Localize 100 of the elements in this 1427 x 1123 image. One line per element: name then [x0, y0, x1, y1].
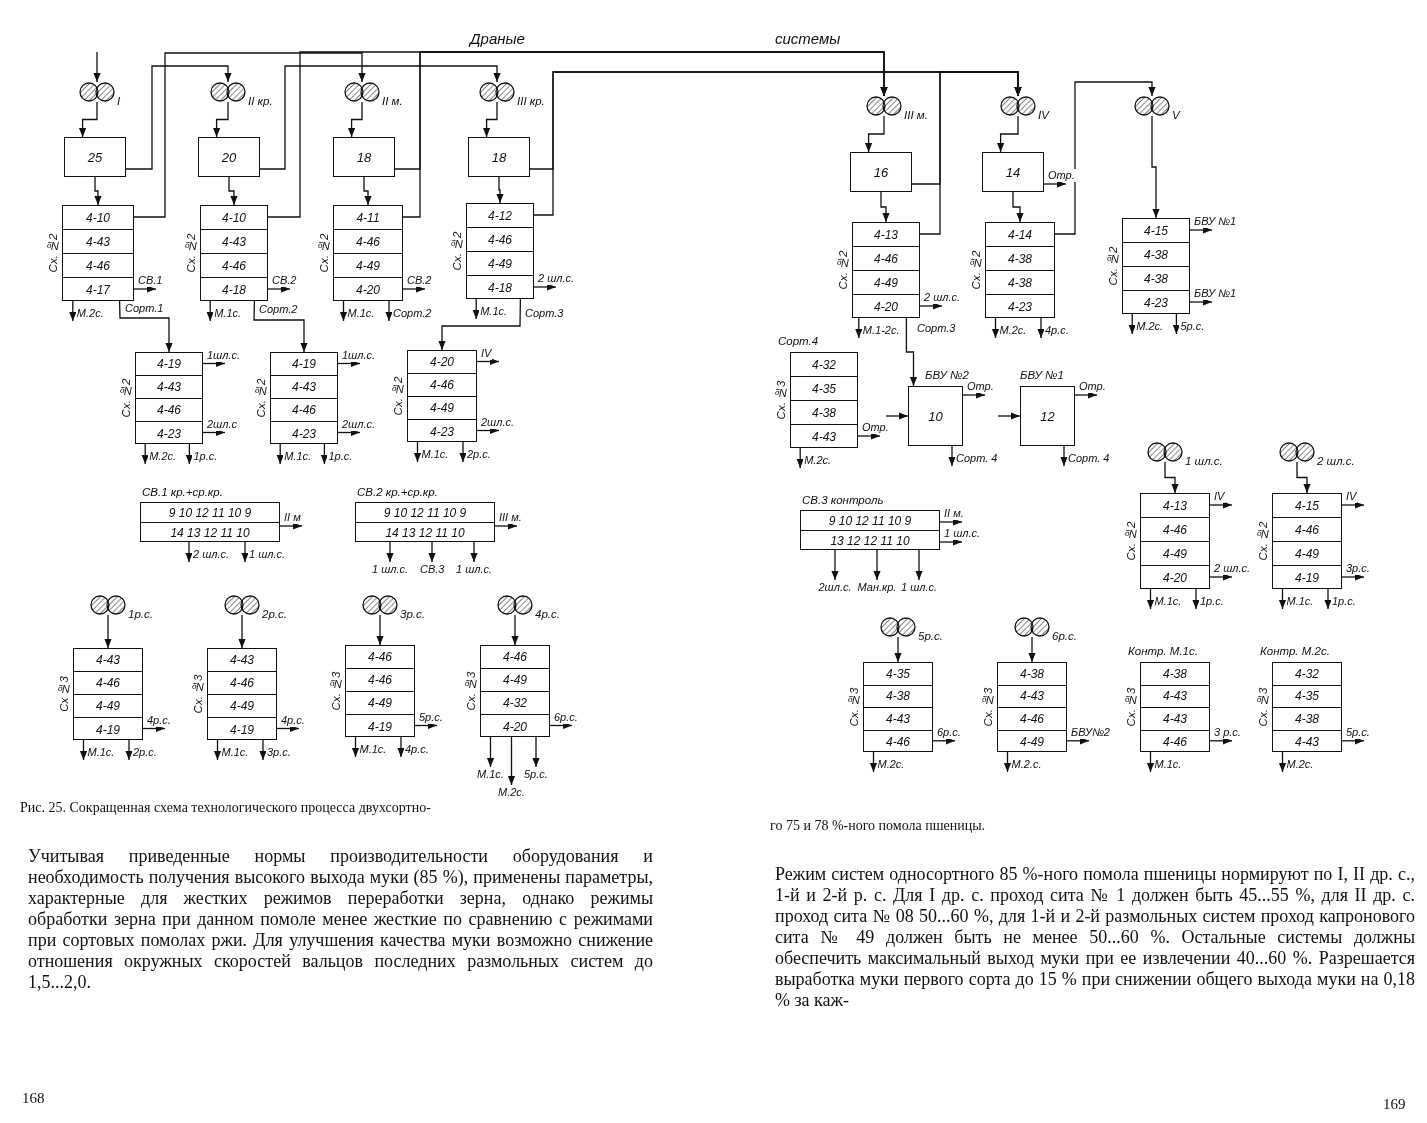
flow-arrow	[939, 518, 963, 526]
edge-label: 1р.с.	[1331, 595, 1357, 608]
flow-arrow	[507, 736, 516, 786]
flow-arrow	[104, 614, 112, 649]
edge-label: 3р.с.	[266, 746, 292, 759]
sieve-row-text: 4-19	[229, 721, 255, 739]
edge-label: 1р.с.	[327, 450, 354, 463]
scheme-label: Сх. №3	[774, 380, 788, 420]
flow-arrow	[1060, 445, 1068, 467]
edge-label: 2 шл.с.	[537, 272, 576, 285]
unit-label: БВУ №2	[925, 368, 969, 382]
flow-arrow	[402, 51, 888, 218]
sieve-row: 4-46	[1273, 518, 1341, 542]
edge-label: 5р.с.	[1179, 320, 1206, 333]
sieve-row: 4-43	[1141, 708, 1209, 731]
edge-label: М.2с.	[497, 786, 526, 799]
edge-label: Ман.кр.	[856, 581, 898, 594]
flow-arrow	[376, 614, 384, 646]
sieve-row-text: 4-46	[885, 733, 911, 751]
flow-arrow	[241, 541, 249, 563]
flow-arrow	[864, 115, 885, 153]
flow-arrow	[397, 736, 405, 758]
flow-arrow	[869, 751, 878, 773]
sieve-row: 4-46	[467, 228, 533, 252]
machine-number: 12	[1039, 408, 1056, 424]
sieve-row: 4-49	[467, 252, 533, 276]
scheme-label: Сх. №2	[119, 378, 133, 418]
system-label: 2р.с.	[262, 607, 287, 621]
sieve-row: 4-15	[1273, 494, 1341, 518]
scheme-label: Сх. №3	[464, 671, 478, 711]
sieve-row: 4-14	[986, 223, 1054, 247]
edge-label: Сорт.3	[524, 307, 565, 320]
flow-arrow	[511, 614, 519, 646]
machine-number: 25	[86, 149, 104, 165]
sieve-row-text: 4-49	[1019, 733, 1045, 751]
flow-arrow	[1209, 501, 1233, 509]
edge-label: М.1с.	[346, 307, 376, 320]
scheme-label: Сх. №2	[391, 376, 405, 416]
edge-label: II м	[283, 511, 302, 524]
sieve-row: 4-46	[346, 669, 414, 692]
sieve-row: 4-46	[63, 254, 133, 278]
edge-label: 6р.с.	[936, 725, 962, 739]
edge-label: 1шл.с.	[206, 348, 242, 362]
flow-arrow	[212, 101, 229, 138]
unit-label: Контр. М.2с.	[1260, 644, 1330, 658]
edge-label: 2р.с.	[132, 746, 158, 759]
flow-arrow	[1164, 461, 1179, 494]
sieve-row: 4-49	[481, 669, 549, 692]
sieve-row-text: 4-23	[1143, 295, 1169, 312]
edge-label: 4р.с.	[404, 743, 430, 756]
flow-arrow	[414, 721, 438, 730]
system-label: II кр.	[248, 94, 273, 108]
edge-label: М.2с.	[998, 324, 1028, 337]
edge-label: М.1-2с.	[861, 324, 901, 337]
flow-arrow	[1341, 573, 1365, 581]
flow-arrow	[320, 443, 329, 465]
figure-caption: го 75 и 78 %-ного помола пшеницы.	[770, 818, 986, 834]
edge-label: Сорт.3	[916, 322, 957, 335]
edge-label: 1р.с.	[1199, 595, 1225, 608]
edge-label: М.1с.	[1285, 595, 1315, 608]
scheme-label: Сх. №3	[329, 671, 343, 711]
flow-arrow	[386, 541, 394, 563]
sieve-row: 4-38	[1141, 663, 1209, 686]
flow-arrow	[494, 522, 518, 530]
edge-label: II м.	[943, 507, 965, 520]
scheme-label: Сх. №3	[981, 687, 995, 727]
system-label: III кр.	[517, 94, 545, 108]
edge-label: 1шл.с.	[341, 348, 377, 362]
flow-arrow	[279, 522, 303, 530]
body-paragraph: Учитывая приведенные нормы производительности оборудования и необходимость получения высокого выхода муки (85 %), применены параметры, характерные для жестких режимов переработки зерна, однако режимы обработки зерна при данном помоле менее жесткие по сравнению с режимами при сортовых помолах ржи. Для улучшения качества муки возможно снижение отношения окружных скоростей вальцов последних размольных систем до 1,5...2,0.	[28, 846, 653, 993]
sieve-row-text: 4-43	[811, 429, 837, 446]
sieve-row: 4-43	[74, 649, 142, 672]
scheme-label: Сх. №2	[46, 233, 60, 273]
edge-label: Отр.	[1078, 380, 1107, 393]
sieve-row-text: 4-20	[1162, 570, 1188, 587]
sieve-row-text: 14 13 12 11 10	[169, 525, 251, 542]
sieve-row-text: 4-18	[221, 282, 247, 299]
edge-label: 1 шл.с.	[455, 563, 494, 576]
edge-label: 1 шл.с.	[943, 527, 982, 540]
flow-arrow	[915, 549, 923, 581]
unit-heading: СВ.1 кр.+ср.кр.	[142, 485, 223, 499]
system-label: 1р.с.	[128, 607, 153, 621]
edge-label: М.1с.	[420, 448, 450, 461]
edge-label: Отр.	[1047, 169, 1076, 182]
flow-arrow	[125, 739, 133, 761]
flow-arrow	[796, 447, 804, 469]
flow-arrow	[351, 736, 360, 758]
sieve-row: 4-49	[208, 695, 276, 718]
edge-label: М.2с.	[148, 450, 178, 463]
sieve-row: 4-19	[271, 353, 337, 376]
flow-arrow	[496, 176, 504, 204]
flow-arrow	[79, 739, 88, 761]
edge-label: 3 р.с.	[1213, 725, 1242, 739]
edge-label: БВУ №1	[1193, 215, 1237, 228]
flow-arrow	[831, 549, 839, 581]
edge-label: 2шл.с.	[480, 415, 516, 429]
sieve-row: 4-43	[998, 685, 1066, 708]
machine-number: 10	[927, 408, 944, 424]
flow-arrow	[1209, 737, 1233, 745]
sieve-row: 4-49	[334, 254, 402, 278]
